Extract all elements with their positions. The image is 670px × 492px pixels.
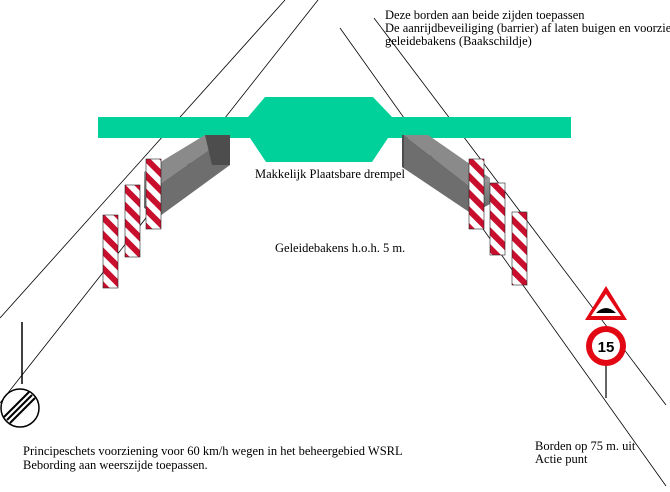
bollards-left [102, 158, 162, 289]
bollard [124, 184, 141, 258]
note-top-line: Deze borden aan beide zijden toepassen [385, 8, 585, 22]
bollard [468, 158, 485, 230]
bollard [511, 211, 528, 286]
end-of-restriction-icon [0, 322, 40, 428]
road-line-left-outer [0, 0, 286, 319]
bollards-right [468, 158, 528, 286]
note-bottom-left: Principeschets voorziening voor 60 km/h … [23, 444, 403, 472]
speed-bump-warning-icon [585, 286, 627, 320]
sign-post-right: 15 [585, 286, 627, 398]
note-bottom-left-line: Bebording aan weerszijde toepassen. [23, 458, 208, 472]
speed-limit-value: 15 [598, 339, 615, 356]
road-line-right-inner [339, 27, 667, 487]
note-bottom-right-line: Borden op 75 m. uit [535, 439, 636, 453]
note-bottom-left-line: Principeschets voorziening voor 60 km/h … [23, 444, 403, 458]
note-bottom-right-line: Actie punt [535, 452, 588, 466]
speed-limit-sign: 15 [586, 326, 626, 366]
note-top: Deze borden aan beide zijden toepassen D… [385, 9, 670, 48]
bollard [102, 214, 119, 289]
threshold-bump [98, 97, 571, 162]
note-top-line: geleidebakens (Baakschildje) [385, 34, 532, 48]
bollard [489, 182, 506, 256]
note-top-line: De aanrijdbeveiliging (barrier) af laten… [385, 21, 670, 35]
label-bollard-spacing: Geleidebakens h.o.h. 5 m. [275, 241, 406, 255]
bollard [145, 158, 162, 230]
label-threshold: Makkelijk Plaatsbare drempel [255, 167, 405, 181]
note-bottom-right: Borden op 75 m. uit Actie punt [535, 440, 635, 466]
